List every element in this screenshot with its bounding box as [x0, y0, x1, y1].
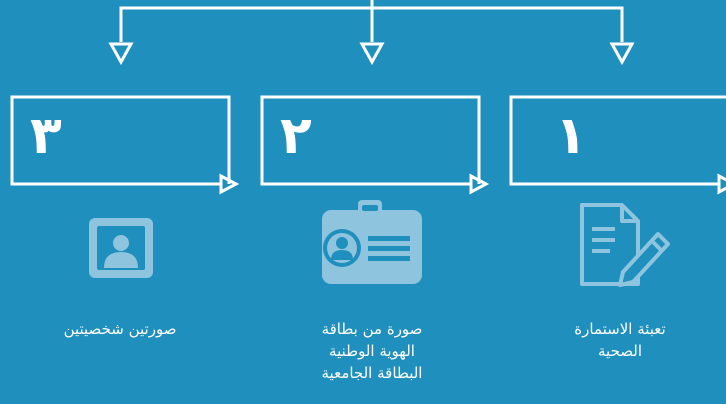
- caption-line: صورة من بطاقة: [321, 320, 423, 338]
- step-number-2: ٢: [280, 106, 312, 166]
- caption-line: تعبئة الاستمارة: [574, 320, 666, 338]
- step-caption-1: تعبئة الاستمارة الصحية: [530, 318, 710, 362]
- down-arrow-left: [108, 42, 134, 66]
- caption-line: الهوية الوطنية: [329, 342, 415, 360]
- photo-portrait-icon: [89, 218, 153, 278]
- step-box-3: [10, 95, 240, 195]
- top-connector: [108, 0, 635, 66]
- document-pen-icon: [580, 203, 670, 287]
- step-number-3: ٣: [30, 106, 62, 166]
- step-caption-3: صورتين شخصيتين: [20, 318, 220, 340]
- id-badge-icon: [322, 200, 422, 284]
- step-number-1: ١: [555, 106, 587, 166]
- caption-line: صورتين شخصيتين: [63, 320, 177, 338]
- down-arrow-center: [359, 42, 385, 66]
- down-arrow-right: [609, 42, 635, 66]
- caption-line: البطاقة الجامعية: [321, 364, 423, 382]
- step-box-1: [509, 95, 726, 195]
- step-caption-2: صورة من بطاقة الهوية الوطنية البطاقة الج…: [287, 318, 457, 384]
- step-box-2: [260, 95, 490, 195]
- caption-line: الصحية: [598, 342, 642, 360]
